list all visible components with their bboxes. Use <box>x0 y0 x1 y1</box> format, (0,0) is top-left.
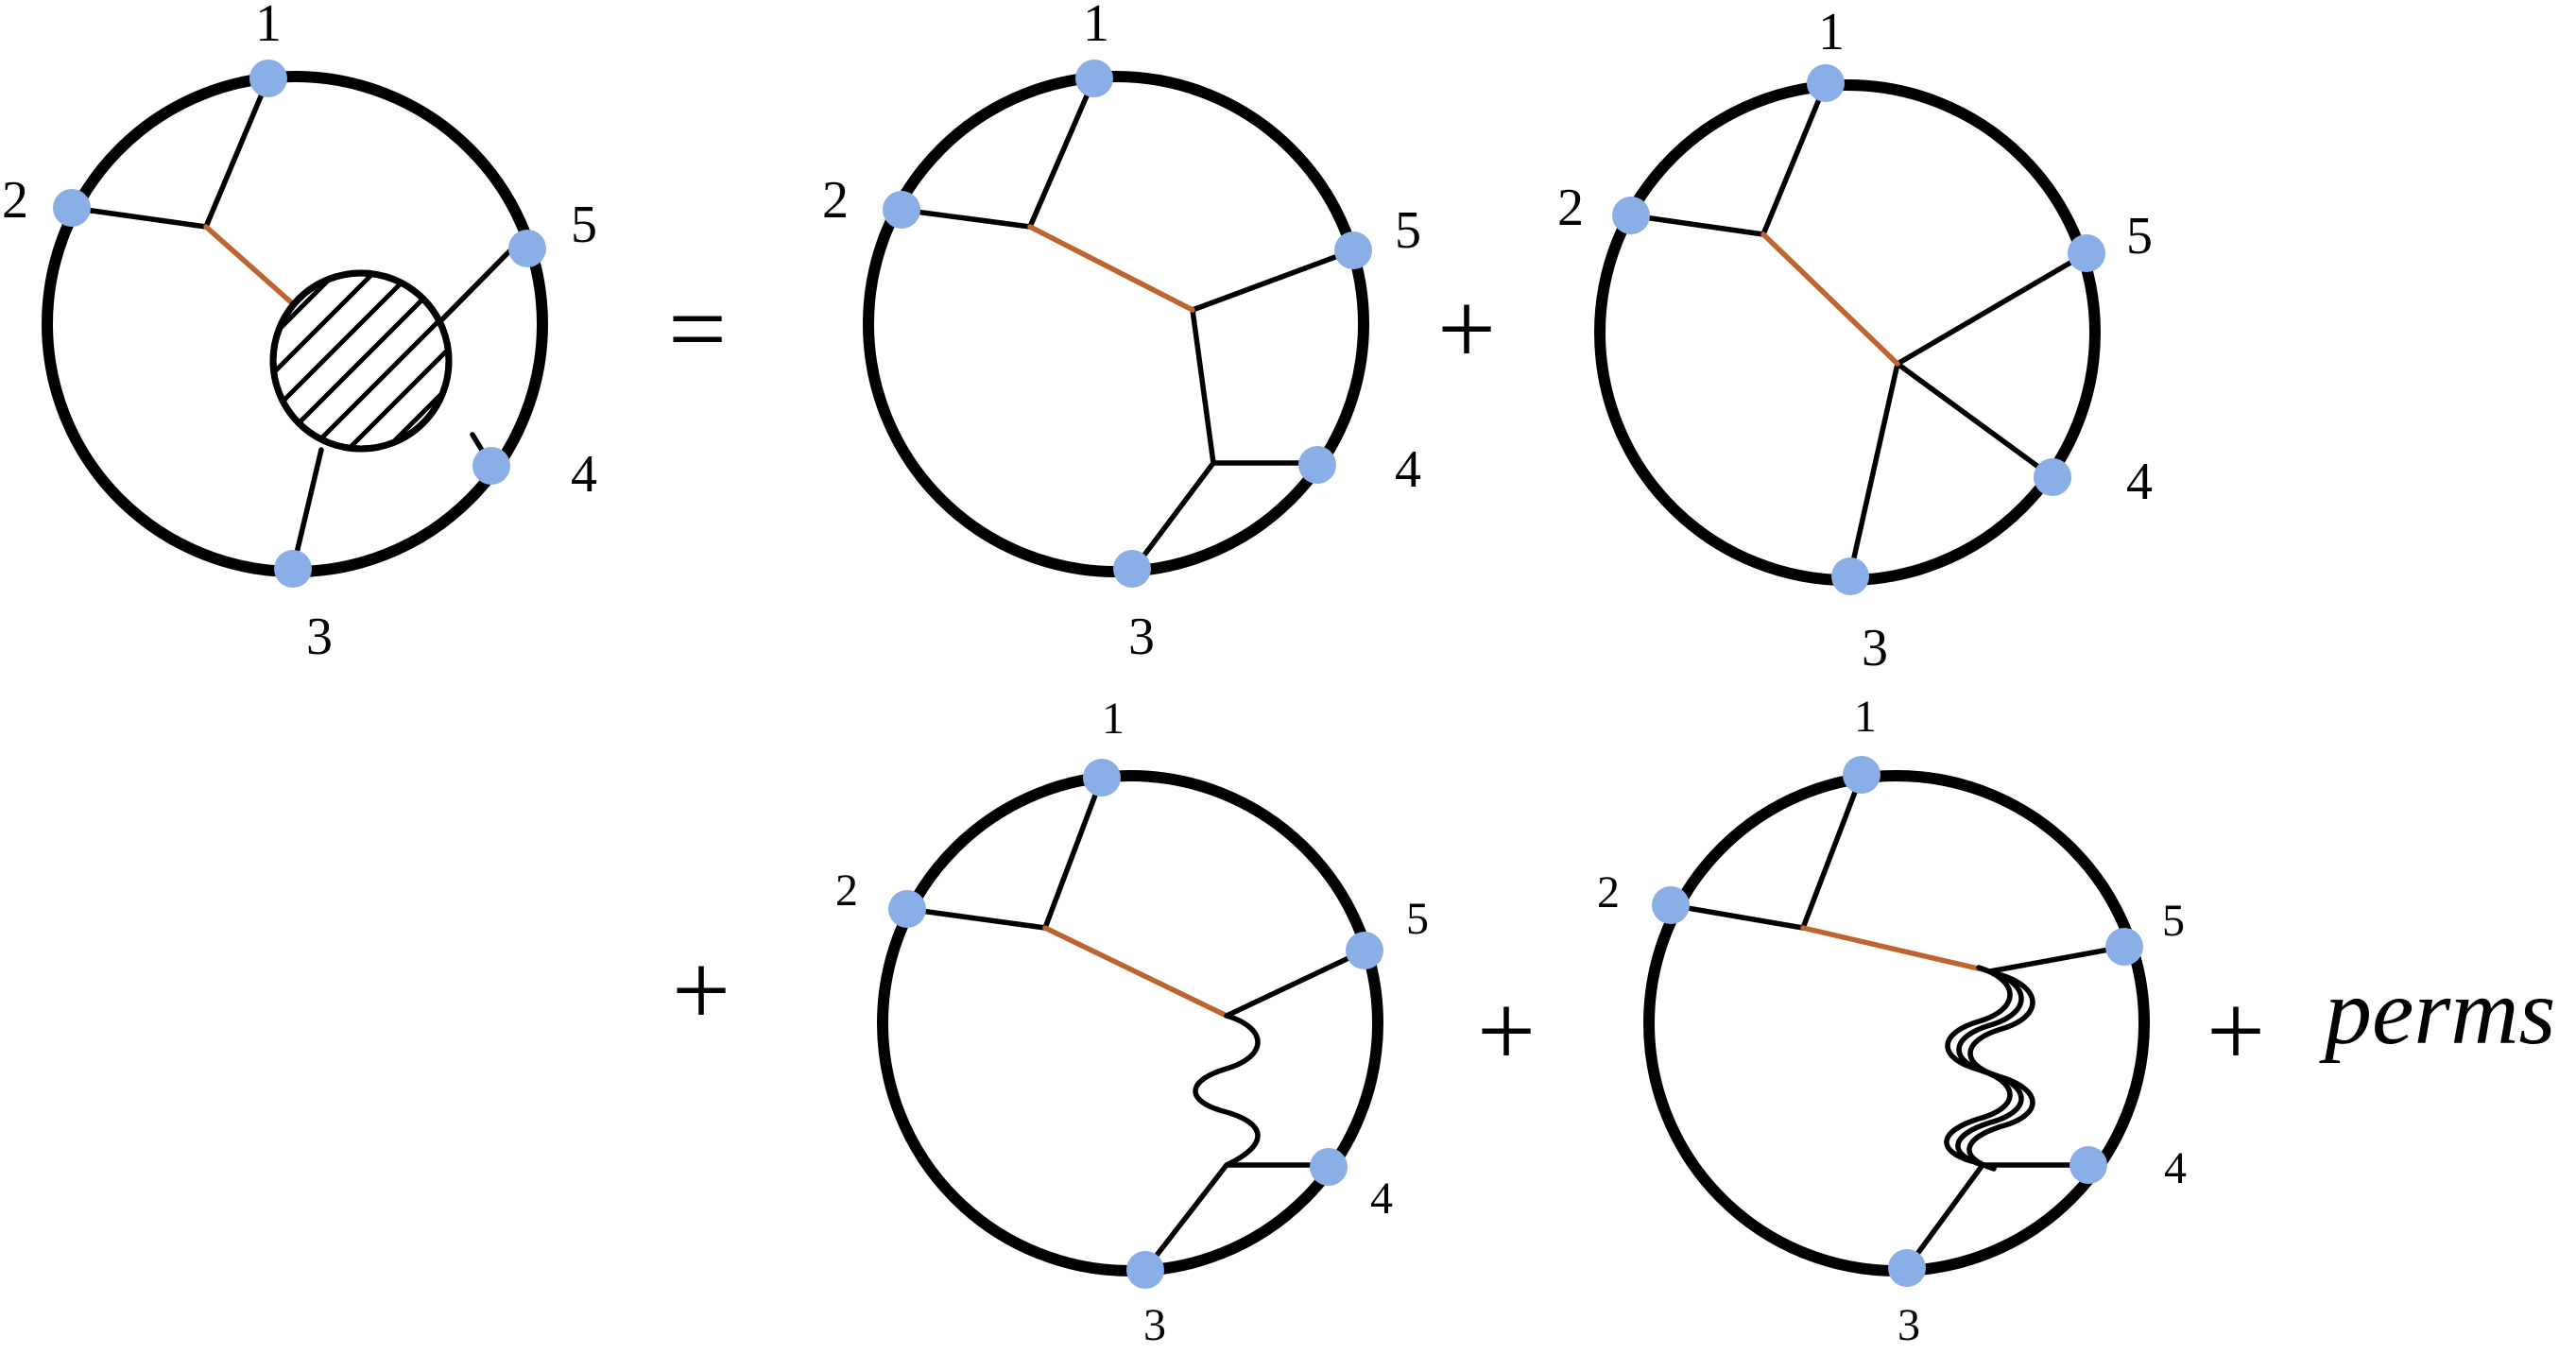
external-point <box>2068 234 2105 272</box>
external-point <box>1346 932 1383 969</box>
external-label-4: 4 <box>1370 1174 1393 1224</box>
external-label-2: 2 <box>2 171 28 230</box>
external-point <box>1310 1148 1348 1186</box>
highlighted-propagator <box>1042 925 1229 1019</box>
external-label-5: 5 <box>1406 894 1429 944</box>
external-label-2: 2 <box>1557 179 1584 237</box>
external-label-5: 5 <box>571 196 597 254</box>
highlighted-propagator <box>1800 925 1993 974</box>
propagator-lines <box>1668 772 2127 1271</box>
external-label-3: 3 <box>1862 619 1888 677</box>
external-point <box>1298 446 1336 484</box>
diagram-double-wavy-exchange: 1 2 3 4 5 <box>1597 692 2187 1350</box>
boundary-circle <box>1594 79 2101 586</box>
diagram-wavy-exchange: 1 2 3 4 5 <box>835 694 1429 1350</box>
external-point <box>1126 1251 1164 1289</box>
external-point <box>1807 64 1845 102</box>
external-point <box>1831 557 1869 595</box>
propagator-lines <box>1628 80 2089 577</box>
external-point <box>249 60 287 97</box>
external-point <box>1113 550 1151 588</box>
external-point <box>1888 1249 1926 1287</box>
external-point <box>2034 458 2071 496</box>
external-label-5: 5 <box>1395 201 1421 260</box>
diagram-blob: 1 2 3 4 5 <box>2 0 597 666</box>
external-label-4: 4 <box>2126 453 2153 511</box>
external-label-4: 4 <box>2164 1143 2187 1193</box>
boundary-circle <box>877 770 1383 1277</box>
external-label-1: 1 <box>1083 0 1109 53</box>
external-point <box>472 447 510 485</box>
external-label-3: 3 <box>1898 1300 1920 1349</box>
boundary-circle <box>1643 770 2150 1277</box>
propagator-lines <box>904 775 1367 1273</box>
diagram-exchange-a: 1 2 3 4 5 <box>822 0 1421 666</box>
external-label-3: 3 <box>306 608 333 666</box>
wavy-propagator <box>1966 972 2035 1172</box>
external-label-1: 1 <box>255 0 282 53</box>
propagator-lines <box>69 76 515 572</box>
boundary-circle <box>863 71 1369 577</box>
external-label-2: 2 <box>1597 867 1620 917</box>
external-label-4: 4 <box>571 445 597 504</box>
plus-sign: + <box>1477 973 1536 1088</box>
external-point <box>53 189 91 227</box>
external-label-2: 2 <box>822 171 849 230</box>
highlighted-propagator <box>203 224 301 312</box>
highlighted-propagator <box>1027 224 1195 313</box>
equals-sign: = <box>668 271 727 386</box>
external-point <box>508 230 546 267</box>
external-point <box>1612 197 1650 234</box>
highlighted-propagator <box>1760 231 1900 367</box>
external-point <box>1652 886 1690 924</box>
external-point <box>2069 1146 2107 1184</box>
external-label-5: 5 <box>2126 207 2153 266</box>
external-label-1: 1 <box>1854 692 1877 742</box>
external-point <box>1334 231 1372 269</box>
perms-label: perms <box>2319 959 2555 1064</box>
external-label-3: 3 <box>1128 608 1155 666</box>
external-point <box>1075 60 1113 97</box>
external-point <box>2105 928 2143 966</box>
hatched-blob <box>269 269 453 453</box>
wavy-propagator <box>1193 1013 1261 1168</box>
external-label-5: 5 <box>2162 896 2185 946</box>
plus-sign: + <box>672 933 730 1048</box>
external-point <box>274 550 312 588</box>
external-label-1: 1 <box>1102 694 1125 744</box>
plus-sign: + <box>2207 973 2265 1088</box>
external-label-4: 4 <box>1395 440 1421 499</box>
propagator-lines <box>899 76 1356 572</box>
external-label-3: 3 <box>1143 1300 1166 1349</box>
external-label-2: 2 <box>835 866 858 916</box>
plus-sign: + <box>1437 271 1496 386</box>
diagram-contact: 1 2 3 4 5 <box>1557 3 2153 677</box>
external-point <box>888 890 926 928</box>
external-point <box>1083 759 1121 797</box>
external-label-1: 1 <box>1818 3 1845 61</box>
external-point <box>883 191 920 229</box>
external-point <box>1843 756 1880 794</box>
